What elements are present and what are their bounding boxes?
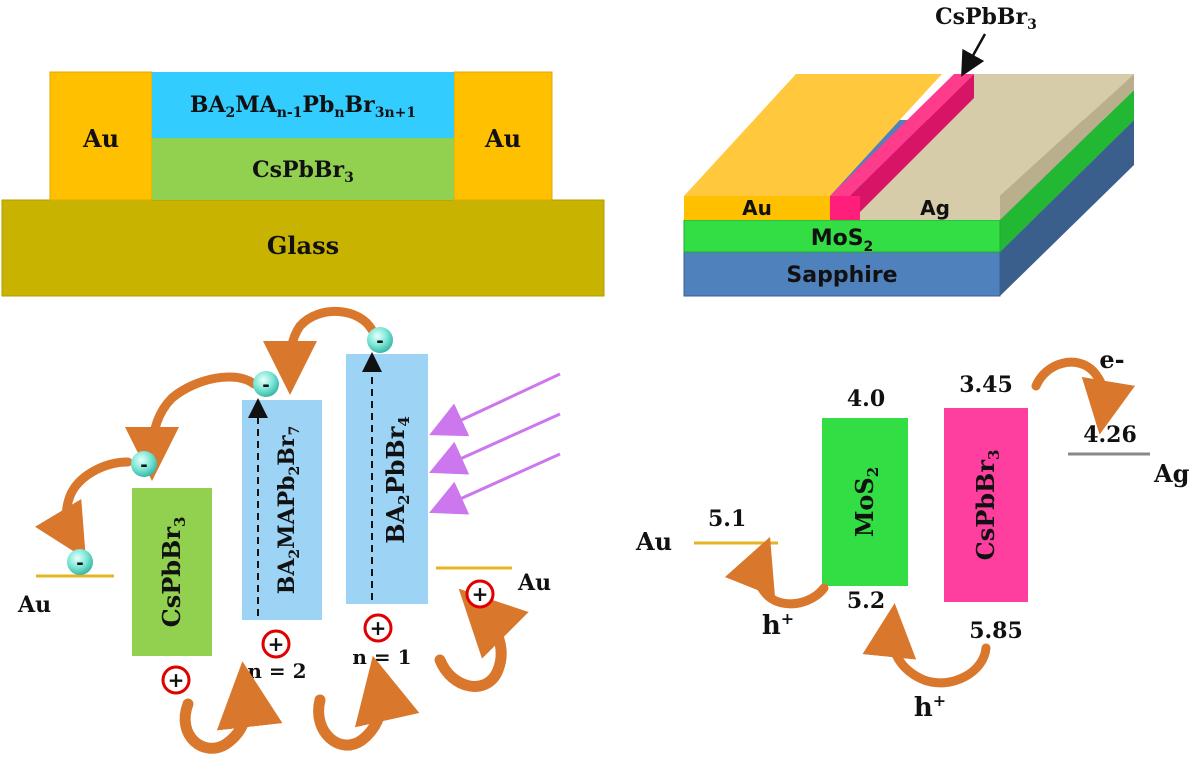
mos2-band bbox=[822, 418, 908, 586]
sapphire-label: Sapphire bbox=[786, 263, 897, 288]
svg-text:+: + bbox=[370, 616, 387, 640]
electron-transfer-arrow-3 bbox=[34, 457, 133, 560]
sapphire-front-face bbox=[683, 251, 1001, 297]
layered-perovskite-layer bbox=[152, 72, 454, 138]
au-workfunction-value: 5.1 bbox=[708, 506, 746, 532]
au-pad-front-face bbox=[684, 196, 830, 220]
svg-text:-: - bbox=[262, 375, 269, 396]
glass-label: Glass bbox=[267, 231, 339, 260]
cspbbr3-band-label: CsPbBr3 bbox=[157, 517, 189, 628]
electron-transfer-arrow-2 bbox=[125, 372, 259, 481]
svg-text:-: - bbox=[76, 553, 83, 574]
au-electrode-right-label: Au bbox=[517, 570, 551, 596]
au-contact-left-label: Au bbox=[82, 124, 119, 153]
light-arrow-3 bbox=[429, 452, 561, 515]
electron-icon: - bbox=[131, 451, 157, 477]
glass-substrate bbox=[1, 199, 605, 297]
au-electrode-left-label: Au bbox=[17, 592, 51, 618]
cspbbr3-strip-top-face bbox=[830, 74, 974, 196]
ag-level-label: Ag bbox=[1153, 459, 1190, 488]
svg-text:+: + bbox=[472, 582, 489, 606]
light-arrow-1 bbox=[429, 372, 561, 437]
mos2-band-label: MoS2 bbox=[850, 467, 882, 537]
n1-label: n = 1 bbox=[352, 645, 411, 669]
electron-icon: - bbox=[67, 549, 93, 575]
mos2-cb-value: 4.0 bbox=[847, 386, 885, 412]
cspbbr3-layer bbox=[152, 138, 454, 200]
ag-workfunction-value: 4.26 bbox=[1083, 422, 1137, 448]
device-b-schematic: Sapphire MoS2 Au Ag CsPbBr3 bbox=[683, 4, 1134, 297]
au-pad-top-face bbox=[684, 74, 942, 196]
ag-pad-top-face bbox=[860, 74, 1134, 196]
band-diagram-b: Au 5.1 MoS2 4.0 5.2 CsPbBr3 3.45 5.85 4.… bbox=[635, 345, 1190, 723]
svg-text:-: - bbox=[140, 455, 147, 476]
mos2-side-face bbox=[1000, 90, 1134, 252]
hole-transfer-arrow-1 bbox=[179, 661, 283, 754]
hole-icon: + bbox=[363, 613, 393, 643]
hole-transfer-arrow-2 bbox=[313, 655, 420, 751]
band-diagram-a: Au Au CsPbBr3 BA2MAPb2Br7 BA2PbBr4 n = 2… bbox=[17, 307, 561, 754]
cspbbr3-pointer-arrow bbox=[961, 33, 987, 77]
electron-icon: - bbox=[367, 327, 393, 353]
n2-label: n = 2 bbox=[247, 659, 306, 683]
hole-transfer-arrow-mos2 bbox=[724, 536, 829, 609]
hole-transfer-arrow-cspbbr3 bbox=[862, 603, 991, 688]
layered-perovskite-formula: BA2MAn-1PbnBr3n+1 bbox=[190, 92, 416, 121]
hole-label-bottom: h+ bbox=[914, 691, 946, 723]
electron-transfer-arrow-1 bbox=[263, 307, 377, 395]
cspbbr3-vb-value: 5.85 bbox=[969, 618, 1023, 644]
cspbbr3-band bbox=[132, 488, 212, 656]
cspbbr3-cb-value: 3.45 bbox=[959, 372, 1013, 398]
hole-label-left: h+ bbox=[762, 609, 794, 641]
n1-perovskite-band bbox=[346, 354, 428, 604]
cspbbr3-band bbox=[944, 408, 1028, 602]
svg-text:+: + bbox=[268, 632, 285, 656]
au-contact-right bbox=[453, 71, 553, 201]
mos2-label: MoS2 bbox=[811, 226, 874, 255]
ag-pad-side-face bbox=[1000, 74, 1134, 220]
svg-text:-: - bbox=[376, 331, 383, 352]
mos2-vb-value: 5.2 bbox=[847, 588, 885, 614]
au-level-label: Au bbox=[635, 527, 672, 556]
hole-icon: + bbox=[161, 665, 191, 695]
svg-text:+: + bbox=[168, 668, 185, 692]
light-arrow-2 bbox=[429, 412, 561, 475]
electron-icon: - bbox=[253, 371, 279, 397]
cspbbr3-pointer-label: CsPbBr3 bbox=[935, 4, 1037, 33]
electron-label: e- bbox=[1099, 345, 1124, 374]
cspbbr3-strip-front-face bbox=[830, 196, 860, 220]
hole-transfer-arrow-3 bbox=[434, 588, 529, 692]
sapphire-side-face bbox=[1000, 120, 1134, 296]
au-contact-right-label: Au bbox=[484, 124, 521, 153]
device-a-schematic: Glass Au Au BA2MAn-1PbnBr3n+1 CsPbBr3 bbox=[1, 71, 605, 297]
cspbbr3-band-label: CsPbBr3 bbox=[971, 450, 1003, 561]
cspbbr3-layer-label: CsPbBr3 bbox=[252, 157, 354, 186]
hole-icon: + bbox=[465, 579, 495, 609]
n2-perovskite-band bbox=[242, 400, 322, 620]
n1-perovskite-label: BA2PbBr4 bbox=[381, 416, 413, 544]
electron-transfer-arrow bbox=[1031, 357, 1136, 435]
au-contact-left bbox=[49, 71, 153, 201]
hole-icon: + bbox=[261, 629, 291, 659]
cspbbr3-strip-side-face bbox=[850, 74, 974, 212]
n2-perovskite-label: BA2MAPb2Br7 bbox=[274, 426, 303, 594]
ag-pad-front-face bbox=[860, 196, 1000, 220]
ag-pad-label: Ag bbox=[920, 196, 950, 220]
au-pad-label: Au bbox=[742, 196, 772, 220]
